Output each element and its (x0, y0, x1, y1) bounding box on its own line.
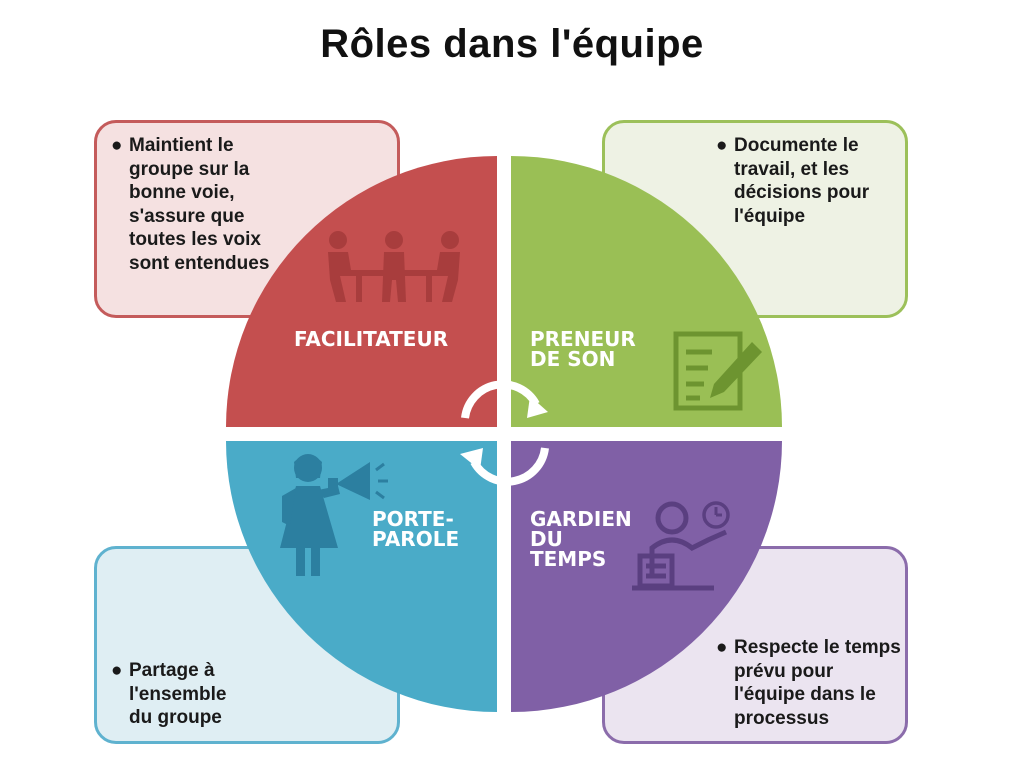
description-line: Partage à (129, 660, 215, 681)
spokesperson-label-line-2: PAROLE (372, 527, 459, 551)
description-line: bonne voie, (129, 182, 235, 203)
facilitator-label: FACILITATEUR (294, 327, 448, 351)
cycle-arrows-icon (460, 380, 549, 486)
description-line: Documente le (734, 135, 859, 156)
facilitator-description: ● Maintient le groupe sur la bonne voie,… (111, 134, 270, 275)
timekeeper-label-line-1: GARDIEN (530, 507, 632, 531)
timekeeper-label-line-3: TEMPS (530, 547, 606, 571)
spokesperson-label-line-1: PORTE- (372, 507, 454, 531)
meeting-table-icon (328, 231, 460, 302)
note-taker-quadrant (511, 156, 782, 427)
description-line: l'ensemble (129, 683, 227, 705)
description-line: Maintient le (129, 135, 234, 156)
timekeeper-description: ● Respecte le temps prévu pour l'équipe … (716, 636, 901, 730)
presenter-clock-icon (632, 501, 730, 591)
notepad-pencil-icon (673, 331, 762, 411)
note-taker-label-line-1: PRENEUR (530, 327, 636, 351)
description-line: sont entendues (129, 252, 270, 274)
description-line: travail, et les (734, 158, 850, 180)
note-taker-description: ● Documente le travail, et les décisions… (716, 134, 870, 228)
spokesperson-description: ● Partage à l'ensemble du groupe (111, 659, 227, 730)
description-line: processus (734, 707, 830, 729)
note-taker-label-line-2: DE SON (530, 347, 615, 371)
description-line: décisions pour (734, 182, 870, 203)
description-line: l'équipe (734, 205, 806, 227)
description-line: prévu pour (734, 660, 834, 682)
description-line: toutes les voix (129, 229, 261, 250)
bullet-icon: ● (111, 660, 123, 681)
bullet-icon: ● (111, 135, 123, 156)
bullet-icon: ● (716, 637, 728, 658)
megaphone-person-icon (280, 454, 388, 576)
timekeeper-label-line-2: DU (530, 527, 563, 551)
description-line: Respecte le temps (734, 637, 901, 658)
description-line: du groupe (129, 707, 222, 728)
page-title: Rôles dans l'équipe (320, 22, 704, 66)
description-line: groupe sur la (129, 158, 250, 180)
description-line: s'assure que (129, 205, 245, 227)
bullet-icon: ● (716, 135, 728, 156)
description-line: l'équipe dans le (734, 684, 876, 705)
